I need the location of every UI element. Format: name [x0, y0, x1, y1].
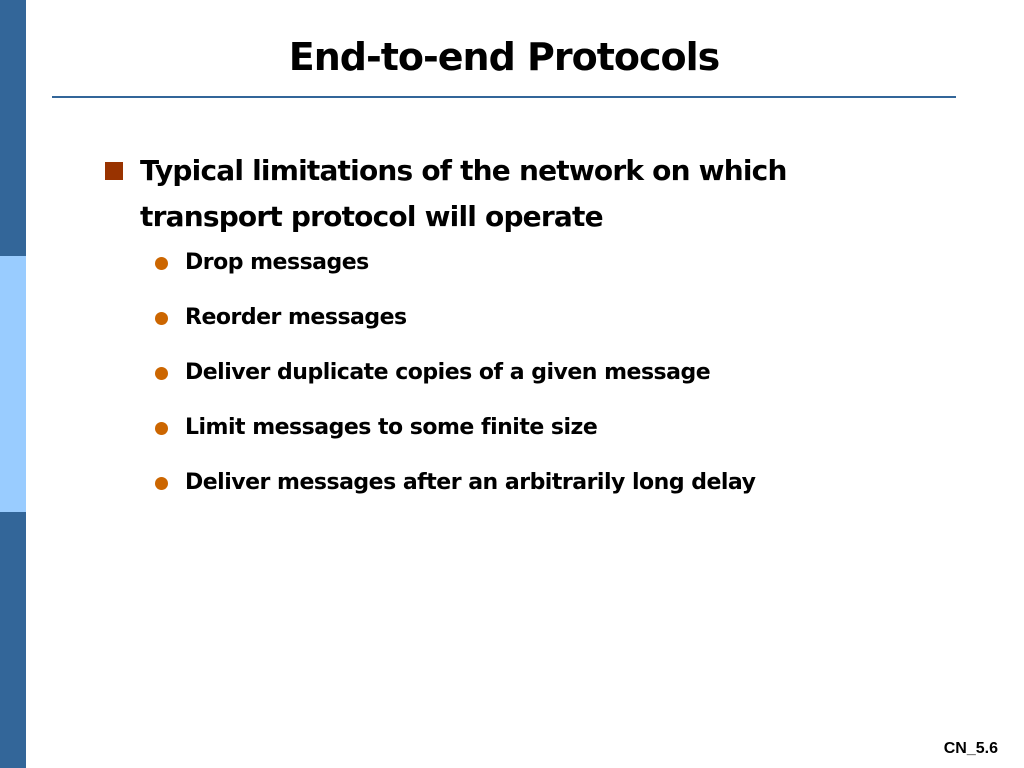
main-bullet-text: Typical limitations of the network on wh…	[140, 154, 787, 233]
sub-bullet-text: Limit messages to some finite size	[185, 415, 598, 440]
slide-content: Typical limitations of the network on wh…	[105, 148, 935, 523]
round-bullet-icon	[155, 367, 168, 380]
sub-bullet-item: Reorder messages	[105, 303, 935, 333]
side-bar-middle	[0, 256, 26, 512]
sub-bullet-text: Drop messages	[185, 250, 369, 275]
slide-title: End-to-end Protocols	[288, 35, 721, 79]
title-divider	[52, 96, 956, 98]
sub-bullet-text: Deliver messages after an arbitrarily lo…	[185, 470, 756, 495]
round-bullet-icon	[155, 477, 168, 490]
round-bullet-icon	[155, 422, 168, 435]
sub-bullet-item: Deliver messages after an arbitrarily lo…	[105, 468, 935, 498]
sub-bullet-item: Deliver duplicate copies of a given mess…	[105, 358, 935, 388]
sub-bullet-item: Limit messages to some finite size	[105, 413, 935, 443]
sub-bullet-text: Deliver duplicate copies of a given mess…	[185, 360, 711, 385]
main-bullet: Typical limitations of the network on wh…	[105, 148, 935, 240]
sub-bullet-list: Drop messages Reorder messages Deliver d…	[105, 248, 935, 498]
side-bar-top	[0, 0, 26, 256]
sub-bullet-item: Drop messages	[105, 248, 935, 278]
round-bullet-icon	[155, 257, 168, 270]
sub-bullet-text: Reorder messages	[185, 305, 407, 330]
side-bar-bottom	[0, 512, 26, 768]
square-bullet-icon	[105, 162, 123, 180]
slide-number: CN_5.6	[943, 740, 998, 757]
round-bullet-icon	[155, 312, 168, 325]
